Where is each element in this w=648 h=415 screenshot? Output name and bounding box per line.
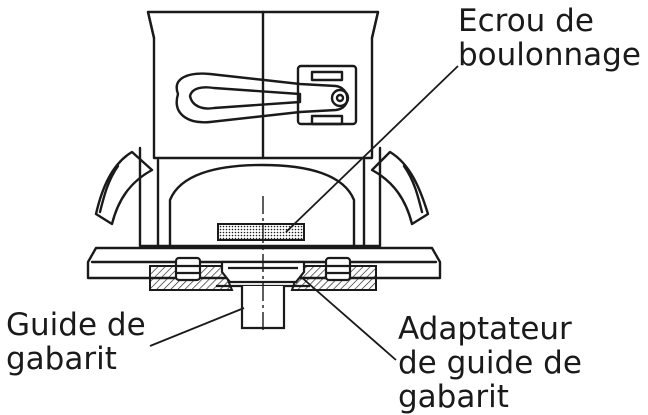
label-template-guide-adapter: Adaptateur de guide de gabarit — [398, 311, 582, 415]
lever-pivot — [330, 88, 350, 108]
label-bolting-nut: Ecrou de boulonnage — [458, 3, 641, 73]
left-handle — [94, 150, 154, 226]
label-template-guide: Guide de gabarit — [6, 307, 146, 377]
base-shell — [138, 146, 382, 248]
leader-ecrou — [285, 65, 459, 233]
leader-guide — [149, 307, 245, 347]
screw-right — [324, 256, 352, 282]
leader-adaptateur — [299, 275, 397, 361]
base-plate — [86, 246, 442, 280]
base-dome — [168, 163, 356, 248]
right-handle — [370, 150, 430, 226]
bolting-nut — [217, 223, 305, 241]
screw-left — [174, 256, 202, 282]
